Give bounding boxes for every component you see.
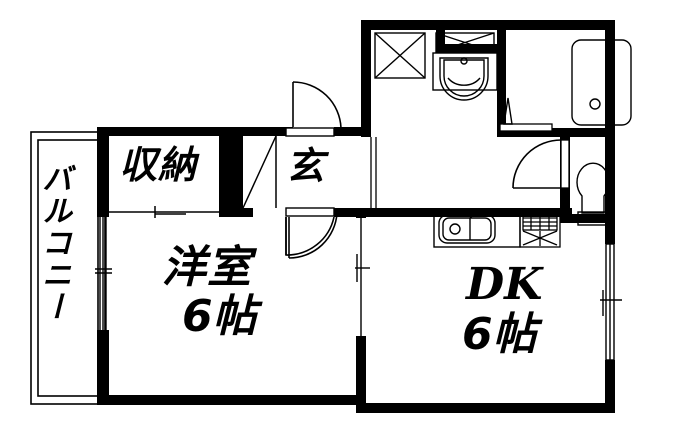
wall-group (97, 20, 615, 413)
room-size-dining-kitchen: 6帖 (462, 309, 537, 360)
hallway-detail-lines (370, 137, 377, 208)
toilet-door-swing (512, 139, 570, 189)
wash-basin-icon (432, 52, 498, 101)
bathtub-icon (571, 39, 632, 126)
room-label-closet: 収納 (119, 143, 198, 187)
entry-door-swing (285, 207, 335, 256)
balcony-outline (30, 131, 106, 405)
room-label-western-room: 洋室 (162, 242, 252, 293)
gas-stove-icon (519, 211, 561, 248)
room-label-balcony: バルコニー (36, 163, 71, 323)
bath-folding-door (499, 97, 553, 132)
toilet-icon (576, 162, 611, 226)
room-label-dining-kitchen: DK (466, 259, 543, 310)
hall-door-swing (285, 81, 342, 137)
closet-sliding-door (109, 206, 219, 218)
balcony-sliding-door (95, 208, 112, 330)
dk-window (600, 243, 622, 361)
room-label-entrance: 玄 (286, 144, 325, 188)
bedroom-door-swing (288, 212, 338, 259)
kitchen-sink-icon (433, 211, 521, 248)
room-size-western-room: 6帖 (182, 291, 257, 342)
mirror-cabinet-icon (435, 32, 495, 53)
room-partition-sliding-door (355, 218, 370, 336)
washing-machine-icon (374, 32, 426, 79)
shoe-cabinet-icon (242, 135, 277, 209)
